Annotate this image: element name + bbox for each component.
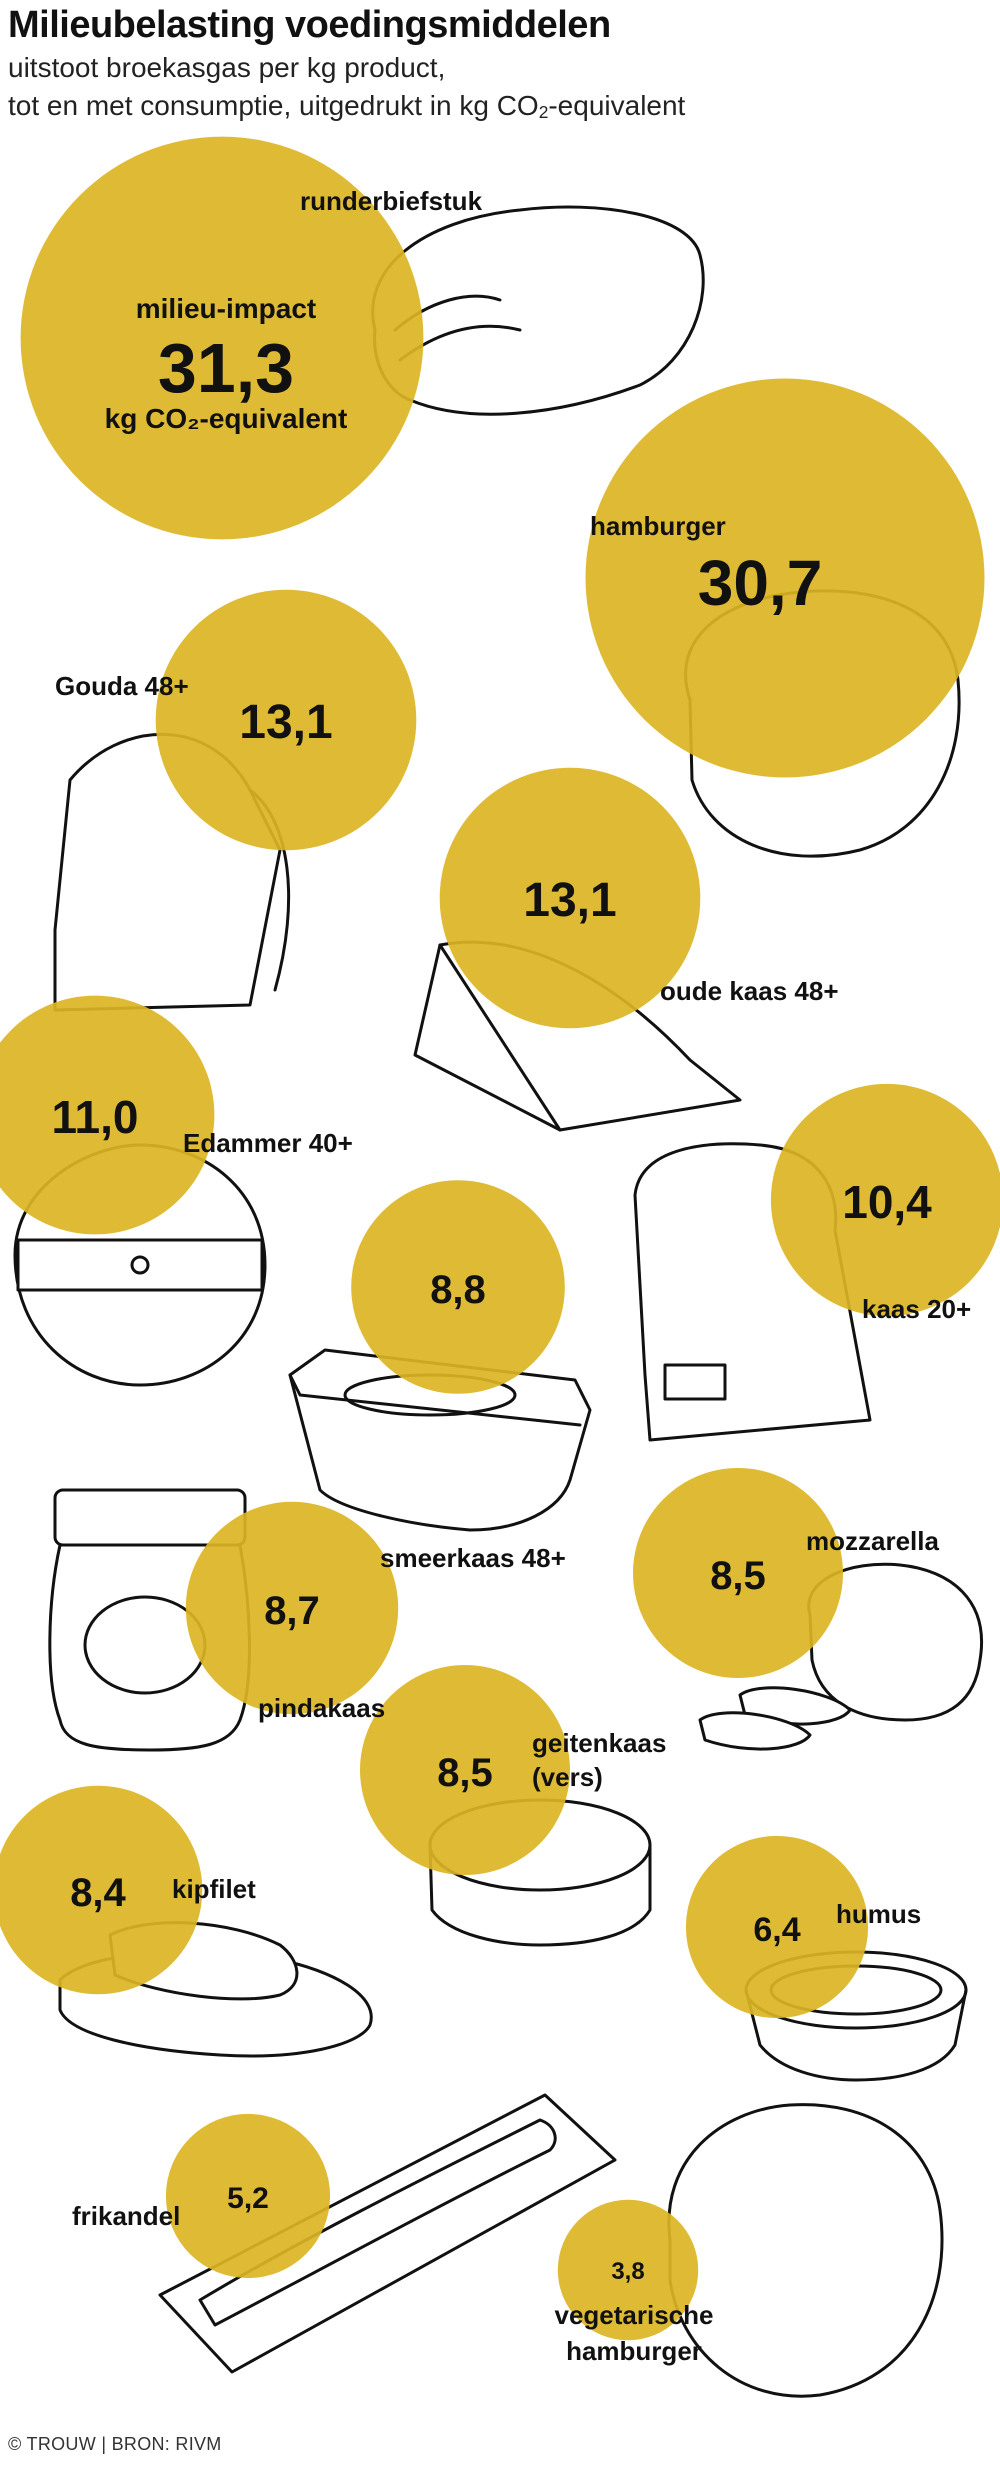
category-label-humus: humus [836,1899,921,1929]
steak-illustration [371,205,705,416]
value-label-edammer-40: 11,0 [52,1091,139,1143]
value-label-runderbiefstuk: 31,3 [158,329,294,407]
bubble-pindakaas [185,1501,399,1715]
bubble-oude-kaas-48 [439,767,701,1029]
featured-label-top: milieu-impact [136,293,316,324]
smeerkaas-illustration [288,1348,592,1532]
category-label-smeerkaas-48: smeerkaas 48+ [380,1543,566,1573]
frikandel-illustration [158,2093,617,2374]
value-label-oude-kaas-48: 13,1 [523,874,616,927]
subtitle-text-end: -equivalent [548,90,686,121]
category-label-kaas-20: kaas 20+ [862,1294,971,1324]
bubble-vegetarische-hamburger [557,2199,699,2341]
category-label-oude-kaas-48: oude kaas 48+ [660,976,839,1006]
value-label-humus: 6,4 [753,1911,800,1949]
value-label-frikandel: 5,2 [227,2182,269,2215]
subtitle-text: tot en met consumptie, uitgedrukt in kg … [8,90,539,121]
label-layer: 31,3 runderbiefstuk milieu-impact kg CO₂-eq… [52,186,972,2366]
chart-subtitle-line2: tot en met consumptie, uitgedrukt in kg … [8,90,685,123]
bubble-hamburger [585,378,985,778]
bubble-frikandel [165,2113,331,2279]
veg-hamburger-illustration [667,2103,944,2398]
value-label-kipfilet: 8,4 [70,1871,126,1915]
bubble-layer [0,136,1000,2341]
value-label-mozzarella: 8,5 [710,1554,766,1598]
bubble-kaas-20 [770,1083,1000,1317]
chart-title: Milieubelasting voedingsmiddelen [8,4,611,46]
value-label-vegetarische-hamburger: 3,8 [611,2258,644,2285]
value-label-geitenkaas-vers: 8,5 [437,1751,493,1795]
category-label-mozzarella: mozzarella [806,1526,939,1556]
value-label-gouda-48: 13,1 [239,696,332,749]
value-label-hamburger: 30,7 [698,547,823,619]
featured-label-unit: kg CO₂-equivalent [105,403,348,434]
source-credit: © TROUW | BRON: RIVM [8,2434,222,2454]
value-label-smeerkaas-48: 8,8 [430,1268,486,1312]
subtitle-subscript: 2 [538,102,549,123]
category-label-frikandel: frikandel [72,2201,180,2231]
category-label-gouda-48: Gouda 48+ [55,671,189,701]
mozzarella-illustration [698,1562,983,1751]
value-label-pindakaas: 8,7 [264,1589,320,1633]
category-label-hamburger: hamburger [590,511,726,541]
bubble-humus [685,1835,869,2019]
bubble-edammer-40 [0,995,215,1235]
bubble-smeerkaas-48 [351,1180,565,1394]
bubble-kipfilet [0,1785,203,1995]
category-label-runderbiefstuk: runderbiefstuk [300,186,483,216]
bubble-gouda-48 [155,589,417,851]
bubble-mozzarella [633,1468,843,1678]
value-label-kaas-20: 10,4 [842,1176,932,1228]
category-label-pindakaas: pindakaas [258,1693,385,1723]
chart-subtitle-line1: uitstoot broekasgas per kg product, [8,52,446,83]
category-label-geitenkaas-vers: geitenkaas(vers) [532,1728,666,1792]
bubble-geitenkaas-vers [360,1665,570,1875]
category-label-edammer-40: Edammer 40+ [183,1128,353,1158]
category-label-kipfilet: kipfilet [172,1874,256,1904]
bubble-runderbiefstuk [20,136,424,540]
